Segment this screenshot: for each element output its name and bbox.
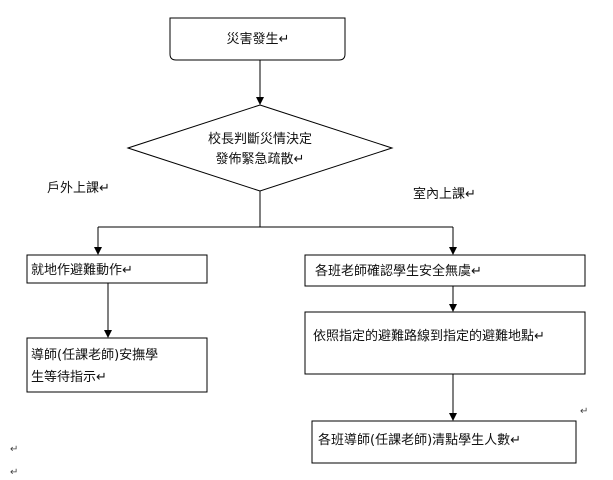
outdoor-step-1: 就地作避難動作↵ — [26, 254, 208, 284]
start-node-label: 災害發生↵ — [227, 31, 290, 47]
outdoor-step-2-label-line1: 導師(任課老師)安撫學 — [31, 347, 158, 363]
outdoor-step-1-box — [26, 254, 208, 284]
indoor-step-3: 各班導師(任課老師)清點學生人數↵ — [311, 420, 577, 464]
return-mark-left-1: ↵ — [10, 444, 18, 455]
decision-node-label-line2: 發佈緊急疏散↵ — [216, 151, 305, 167]
return-mark-left-2: ↵ — [10, 467, 18, 478]
indoor-step-3-box — [311, 420, 577, 464]
outdoor-step-2: 導師(任課老師)安撫學 生等待指示↵ — [26, 337, 208, 393]
indoor-step-1-label: 各班老師確認學生安全無虞↵ — [315, 263, 482, 279]
start-node: 災害發生↵ — [169, 17, 346, 61]
indoor-step-2-label: 依照指定的避難路線到指定的避難地點↵ — [313, 328, 545, 344]
decision-node-label-line1: 校長判斷災情決定 — [208, 131, 312, 147]
indoor-step-1-box — [304, 254, 586, 287]
branch-label-outdoor: 戶外上課↵ — [47, 180, 110, 196]
decision-node-shape — [126, 104, 394, 192]
outdoor-step-1-label: 就地作避難動作↵ — [31, 263, 133, 278]
indoor-step-3-label: 各班導師(任課老師)清點學生人數↵ — [318, 432, 521, 448]
indoor-step-2-box — [304, 311, 586, 375]
indoor-step-1: 各班老師確認學生安全無虞↵ — [304, 254, 586, 287]
indoor-step-2: 依照指定的避難路線到指定的避難地點↵ — [304, 311, 586, 375]
outdoor-step-2-box — [26, 337, 208, 393]
return-mark-right: ↵ — [580, 406, 588, 417]
outdoor-step-2-label-line2: 生等待指示↵ — [31, 369, 107, 385]
branch-label-indoor: 室內上課↵ — [413, 186, 476, 202]
decision-node: 校長判斷災情決定 發佈緊急疏散↵ — [126, 104, 394, 192]
start-node-shape — [169, 17, 346, 61]
